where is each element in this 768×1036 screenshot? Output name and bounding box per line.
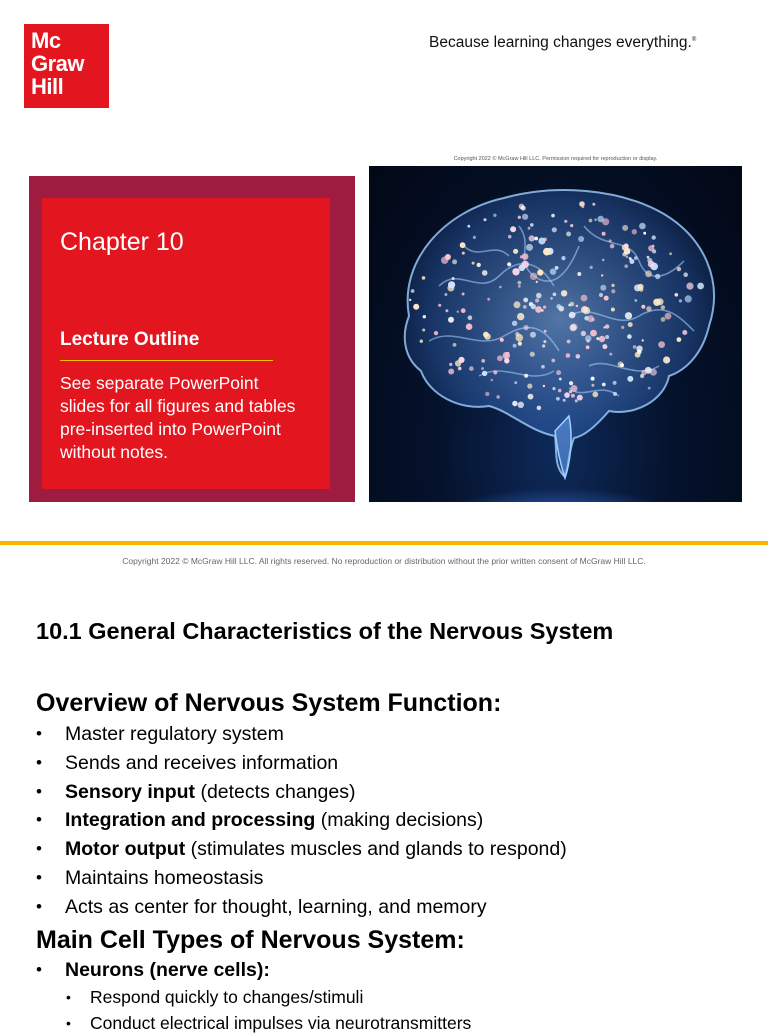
list-item-text: Master regulatory system xyxy=(65,723,284,745)
bullet-icon: • xyxy=(36,867,42,887)
registered-mark: ® xyxy=(691,36,697,43)
list-item-bold: Neurons (nerve cells): xyxy=(65,959,270,981)
list-item: • Sends and receives information xyxy=(36,749,567,778)
title-panel: Chapter 10 Lecture Outline See separate … xyxy=(42,198,330,489)
list-item-bold: Integration and processing xyxy=(65,809,316,832)
bullet-icon: • xyxy=(36,839,42,859)
logo-line-2: Graw xyxy=(31,51,85,76)
list-item-bold: Motor output xyxy=(65,838,186,861)
list-item-text: (detects changes) xyxy=(195,780,356,803)
bullet-icon: • xyxy=(36,896,42,916)
brain-image xyxy=(369,166,742,502)
mcgraw-hill-logo: Mc Graw Hill xyxy=(24,24,109,108)
overview-list: • Master regulatory system • Sends and rece… xyxy=(36,720,567,922)
tagline: Because learning changes everything.® xyxy=(429,34,696,52)
logo-line-3: Hill xyxy=(31,74,64,99)
sub-bullet-icon: • xyxy=(66,1015,71,1031)
cell-types-heading: Main Cell Types of Nervous System: xyxy=(36,926,465,954)
chapter-title: Chapter 10 xyxy=(60,228,184,256)
list-item-text: Sends and receives information xyxy=(65,751,339,774)
list-item-bold: Sensory input xyxy=(65,780,196,803)
list-item: • Master regulatory system xyxy=(36,720,567,749)
section-divider xyxy=(0,541,768,545)
bullet-icon: • xyxy=(36,960,42,979)
bullet-icon: • xyxy=(36,781,42,801)
bullet-icon: • xyxy=(36,810,42,830)
brain-illustration-icon xyxy=(403,189,715,502)
slides-note: See separate PowerPoint slides for all f… xyxy=(60,373,296,462)
sub-bullet-icon: • xyxy=(66,989,71,1005)
list-item-text: Acts as center for thought, learning, an… xyxy=(65,895,487,918)
list-item-text: Maintains homeostasis xyxy=(65,866,264,889)
sub-list-item-text: Respond quickly to changes/stimuli xyxy=(90,987,364,1007)
list-item: • Neurons (nerve cells): xyxy=(36,956,270,985)
list-item-text: (stimulates muscles and glands to respon… xyxy=(185,838,567,861)
sub-list-item: • Conduct electrical impulses via neurotr… xyxy=(66,1010,471,1036)
list-item-text: (making decisions) xyxy=(315,809,484,832)
logo-line-1: Mc xyxy=(31,28,61,53)
tagline-text: Because learning changes everything. xyxy=(429,34,692,51)
neuron-sub-list: • Respond quickly to changes/stimuli • Cond… xyxy=(66,984,471,1036)
sub-list-item: • Respond quickly to changes/stimuli xyxy=(66,984,471,1010)
overview-heading: Overview of Nervous System Function: xyxy=(36,689,502,717)
section-title: 10.1 General Characteristics of the Nerv… xyxy=(36,618,614,644)
bullet-icon: • xyxy=(36,752,42,772)
sub-list-item-text: Conduct electrical impulses via neurotra… xyxy=(90,1013,472,1033)
image-copyright: Copyright 2022 © McGraw Hill LLC. Permis… xyxy=(453,156,658,162)
lecture-outline-heading: Lecture Outline xyxy=(60,329,200,350)
title-rule xyxy=(60,360,273,361)
page-copyright: Copyright 2022 © McGraw Hill LLC. All ri… xyxy=(122,556,646,566)
list-item: • Sensory input (detects changes) xyxy=(36,778,567,807)
list-item: • Motor output (stimulates muscles and gl… xyxy=(36,835,567,864)
list-item: • Maintains homeostasis xyxy=(36,864,567,893)
list-item: • Acts as center for thought, learning, a… xyxy=(36,893,567,922)
bullet-icon: • xyxy=(36,724,42,743)
brain-outline xyxy=(403,189,715,478)
cell-types-list: • Neurons (nerve cells): xyxy=(36,956,270,985)
list-item: • Integration and processing (making deci… xyxy=(36,806,567,835)
brain-stem xyxy=(554,414,572,481)
